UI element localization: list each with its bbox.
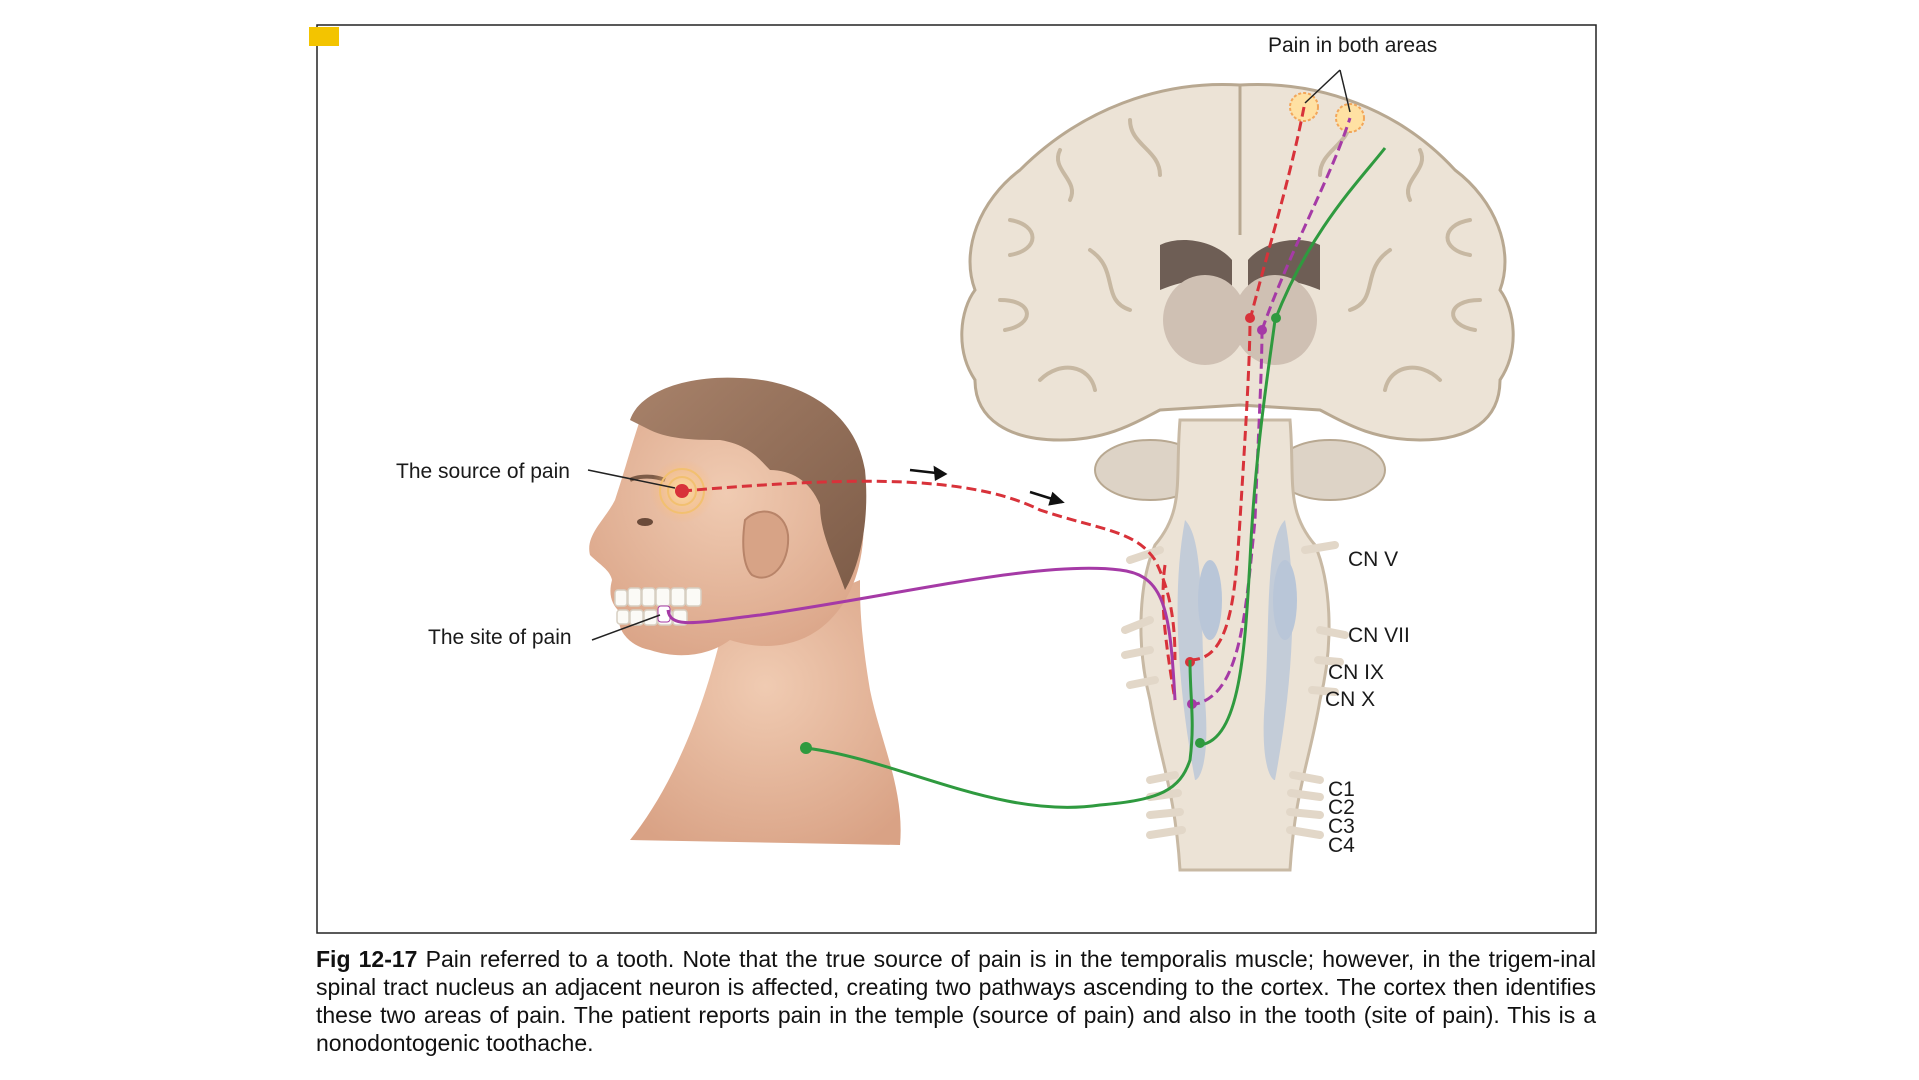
label-cn-vii: CN VII [1348, 624, 1410, 647]
label-c3: C3 [1328, 815, 1355, 838]
label-source-of-pain: The source of pain [396, 460, 570, 483]
source-pain-dot [675, 484, 689, 498]
source-pain-pathway [681, 106, 1306, 701]
figure-number: Fig 12-17 [316, 946, 418, 972]
label-site-of-pain: The site of pain [428, 626, 572, 649]
label-cn-x: CN X [1325, 688, 1375, 711]
leader-lines [587, 69, 1351, 641]
site-pain-pathway [666, 117, 1352, 707]
neck-pain-pathway [805, 147, 1387, 809]
label-c2: C2 [1328, 796, 1355, 819]
label-cn-v: CN V [1348, 548, 1398, 571]
label-cn-ix: CN IX [1328, 661, 1384, 684]
caption-text: Pain referred to a tooth. Note that the … [316, 946, 1596, 1056]
label-c1: C1 [1328, 778, 1355, 801]
brain-coronal-section [960, 82, 1515, 501]
figure-caption: Fig 12-17 Pain referred to a tooth. Note… [316, 945, 1596, 1057]
corner-marker [309, 27, 339, 46]
brainstem [1121, 418, 1349, 872]
label-pain-both-areas: Pain in both areas [1268, 34, 1437, 57]
direction-arrows [909, 465, 1065, 506]
label-c4: C4 [1328, 834, 1355, 857]
neck-pain-dot [800, 742, 812, 754]
